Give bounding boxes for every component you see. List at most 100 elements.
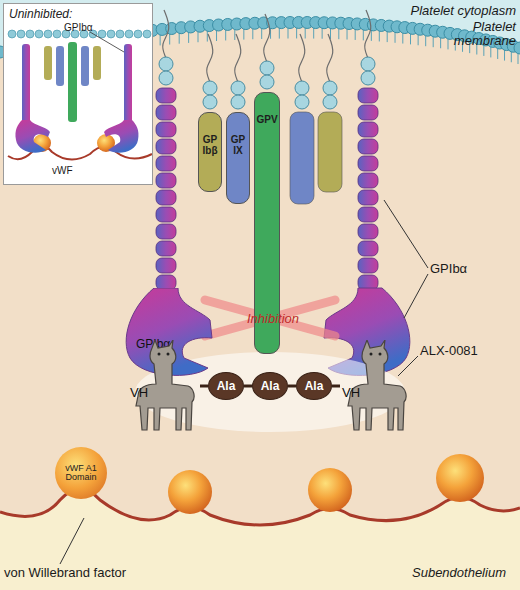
stalk-segment bbox=[156, 105, 176, 120]
lipid-tail bbox=[198, 31, 199, 42]
lipid-tail bbox=[279, 28, 280, 39]
alanine-linker: Ala bbox=[252, 372, 288, 400]
transmembrane-domain bbox=[203, 81, 217, 95]
stalk-segment bbox=[358, 105, 378, 120]
lipid-tail bbox=[169, 34, 170, 45]
mini-lipid bbox=[17, 30, 25, 38]
mini-bar bbox=[44, 46, 52, 80]
mini-lipid bbox=[134, 30, 142, 38]
llama-eye bbox=[379, 353, 382, 356]
stalk-segment bbox=[156, 224, 176, 239]
llama-body bbox=[348, 340, 406, 430]
mini-stalk bbox=[22, 44, 30, 124]
linker-bond bbox=[332, 385, 340, 388]
transmembrane-domain bbox=[159, 71, 173, 85]
mini-bar bbox=[56, 46, 64, 86]
lipid-tail bbox=[179, 33, 180, 44]
mini-head bbox=[104, 120, 139, 153]
transmembrane-domain bbox=[295, 81, 309, 95]
lipid-tail bbox=[296, 27, 297, 38]
lipid-tail bbox=[225, 29, 226, 40]
stalk-segment bbox=[156, 190, 176, 205]
lipid-tail bbox=[425, 35, 426, 46]
alanine-linker: Ala bbox=[296, 372, 332, 400]
mini-lipid bbox=[26, 30, 34, 38]
stalk-segment bbox=[358, 258, 378, 273]
gpib-alpha-stalk bbox=[156, 88, 176, 290]
mini-stalk bbox=[124, 44, 132, 124]
annotation-label: Inhibition bbox=[228, 312, 318, 326]
nanobody-llama: VH bbox=[340, 340, 412, 432]
mini-lipid bbox=[44, 30, 52, 38]
lipid-tail bbox=[355, 29, 356, 40]
transmembrane-domain bbox=[323, 95, 337, 109]
stalk-segment bbox=[358, 190, 378, 205]
transmembrane-domain bbox=[295, 95, 309, 109]
stalk-segment bbox=[156, 156, 176, 171]
mini-lipid bbox=[8, 30, 16, 38]
mini-head bbox=[15, 120, 50, 153]
lipid-tail bbox=[207, 31, 208, 42]
lipid-tail bbox=[518, 53, 519, 64]
node-label: GP Ibβ bbox=[198, 135, 222, 156]
vwf-a1-sphere bbox=[168, 470, 212, 514]
structure-label: vWF bbox=[52, 165, 82, 176]
lipid-tail bbox=[410, 33, 411, 44]
region-label: Subendothelium bbox=[412, 566, 518, 580]
cytoplasmic-tail bbox=[299, 34, 305, 82]
llama-eye bbox=[167, 353, 170, 356]
cytoplasmic-tail bbox=[207, 34, 213, 82]
mini-bar bbox=[68, 42, 77, 122]
receptor-subunit bbox=[318, 112, 342, 192]
stalk-segment bbox=[156, 207, 176, 222]
mini-bar bbox=[93, 46, 101, 80]
inset-background bbox=[3, 3, 153, 185]
mini-lipid bbox=[143, 30, 151, 38]
stalk-segment bbox=[156, 258, 176, 273]
inset-drawing bbox=[3, 3, 153, 185]
transmembrane-domain bbox=[231, 95, 245, 109]
lipid-tail bbox=[330, 28, 331, 39]
lipid-tail bbox=[387, 31, 388, 42]
lipid-tail bbox=[347, 29, 348, 40]
node-label: Ala bbox=[217, 380, 236, 393]
lipid-tail bbox=[511, 51, 512, 62]
cytoplasmic-tail bbox=[264, 14, 270, 62]
leader-line bbox=[398, 356, 418, 376]
mini-lipid bbox=[35, 30, 43, 38]
llama-body bbox=[136, 340, 194, 430]
lipid-tail bbox=[234, 29, 235, 40]
transmembrane-domain bbox=[203, 95, 217, 109]
lipid-tail bbox=[371, 30, 372, 41]
region-label: Platelet cytoplasm bbox=[380, 4, 516, 18]
gpib-alpha-stalk bbox=[358, 88, 378, 290]
transmembrane-domain bbox=[361, 71, 375, 85]
stalk-segment bbox=[358, 173, 378, 188]
lipid-tail bbox=[313, 28, 314, 39]
lipid-tail bbox=[288, 28, 289, 39]
cytoplasmic-tail bbox=[235, 34, 241, 82]
mini-lipid bbox=[98, 30, 106, 38]
transmembrane-domain bbox=[260, 61, 274, 75]
transmembrane-domain bbox=[231, 81, 245, 95]
lipid-tail bbox=[418, 34, 419, 45]
stalk-segment bbox=[156, 88, 176, 103]
domain-label: VH bbox=[342, 386, 360, 400]
stalk-segment bbox=[156, 173, 176, 188]
mini-lipid bbox=[107, 30, 115, 38]
receptor-subunit bbox=[290, 112, 314, 204]
lipid-tail bbox=[440, 37, 441, 48]
alanine-linker: Ala bbox=[208, 372, 244, 400]
structure-label: von Willebrand factor bbox=[4, 566, 204, 580]
lipid-tail bbox=[322, 28, 323, 39]
stalk-segment bbox=[358, 207, 378, 222]
cytoplasmic-tail bbox=[327, 34, 333, 82]
receptor-subunit: GP Ibβ bbox=[198, 112, 222, 192]
cytoplasmic-tail bbox=[365, 10, 371, 58]
node-label: Ala bbox=[261, 380, 280, 393]
lipid-tail bbox=[243, 29, 244, 40]
lipid-tail bbox=[338, 28, 339, 39]
transmembrane-domain bbox=[260, 75, 274, 89]
